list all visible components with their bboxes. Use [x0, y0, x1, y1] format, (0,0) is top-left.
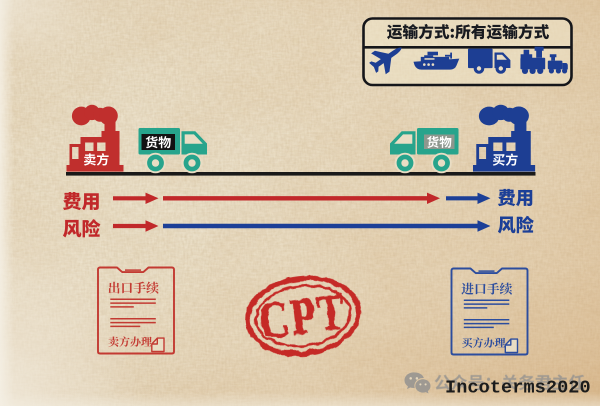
svg-text:Incoterms2020: Incoterms2020 — [445, 378, 591, 399]
svg-text:CPT: CPT — [256, 283, 351, 351]
